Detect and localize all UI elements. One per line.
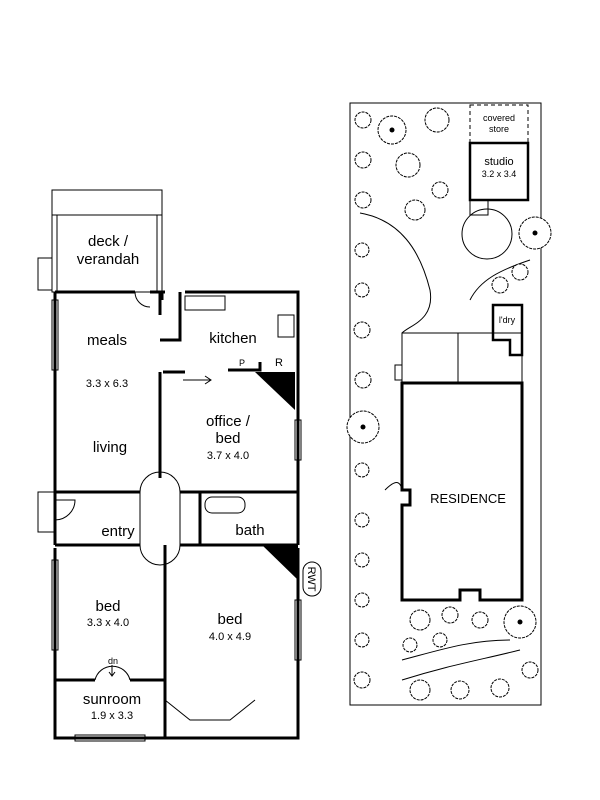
rwt-tank <box>302 561 322 597</box>
tree-icon <box>424 107 450 133</box>
tree-icon <box>431 181 449 199</box>
tree-icon <box>404 199 426 221</box>
deck-label-1: deck / <box>88 233 129 250</box>
hall-doors <box>139 471 181 566</box>
office-label-1: office / <box>206 413 251 430</box>
tree-icon <box>395 152 421 178</box>
tree-icon <box>354 512 370 528</box>
tree-icon <box>353 321 371 339</box>
pool <box>461 208 513 260</box>
tree-icon <box>353 671 371 689</box>
studio-label: studio <box>484 156 513 168</box>
studio <box>468 141 530 202</box>
tree-icon <box>402 637 418 653</box>
sunroom-label: sunroom <box>83 691 141 708</box>
tree-icon <box>471 611 489 629</box>
bed1-size: 3.3 x 4.0 <box>87 617 129 629</box>
covered-store <box>469 104 529 144</box>
deck-label-2: verandah <box>77 251 140 268</box>
residence-label: RESIDENCE <box>430 491 506 506</box>
tree-trunk-icon <box>517 619 523 625</box>
tree-icon <box>441 606 459 624</box>
covered-store-label-1: covered <box>483 113 515 123</box>
tree-icon <box>432 632 448 648</box>
stair-label: dn <box>108 656 118 666</box>
exterior-walls <box>53 290 300 740</box>
windows <box>51 299 302 742</box>
tree-icon <box>354 552 370 568</box>
tree-icon <box>490 678 510 698</box>
stair-down-icon <box>94 665 131 681</box>
tree-icon <box>409 609 431 631</box>
bed2-size: 4.0 x 4.9 <box>209 631 251 643</box>
deck-verandah: deck / verandah <box>37 189 163 293</box>
kitchen-label: kitchen <box>209 330 257 347</box>
tree-icon <box>409 679 431 701</box>
kitchen-sink <box>184 295 226 311</box>
tree-icon <box>511 263 529 281</box>
entry-label: entry <box>101 523 135 540</box>
meals-size: 3.3 x 6.3 <box>86 378 128 390</box>
tree-icon <box>354 371 372 389</box>
deck-door <box>134 291 151 308</box>
garden-paths <box>359 212 531 681</box>
pantry-label: P <box>239 358 245 368</box>
covered-store-label-2: store <box>489 124 509 134</box>
floor-plan: deck / verandah meals 3.3 x 6.3 livi <box>37 189 322 742</box>
tree-icon <box>491 276 509 294</box>
tree-icon <box>521 661 539 679</box>
sunroom-size: 1.9 x 3.3 <box>91 710 133 722</box>
site-plan: covered store studio 3.2 x 3.4 l'dry RES… <box>346 102 552 706</box>
site-boundary <box>349 102 542 706</box>
bed1-label: bed <box>95 598 120 615</box>
tree-icon <box>354 111 372 129</box>
living-label: living <box>93 439 127 456</box>
tree-trunk-icon <box>360 424 366 430</box>
chimney-bed <box>262 545 298 580</box>
tree-trunk-icon <box>389 127 395 133</box>
tree-icon <box>354 282 370 298</box>
office-label-2: bed <box>215 430 240 447</box>
garden-trees <box>346 107 552 701</box>
residence <box>400 381 524 602</box>
fridge-label: R <box>275 357 283 369</box>
meals-label: meals <box>87 332 127 349</box>
stove <box>277 314 295 338</box>
office-size: 3.7 x 4.0 <box>207 450 249 462</box>
studio-size: 3.2 x 3.4 <box>482 169 517 179</box>
entry-door <box>54 499 76 521</box>
rwt-label: RWT <box>305 567 317 592</box>
tree-icon <box>354 151 372 169</box>
laundry-label: l'dry <box>499 315 516 325</box>
tree-icon <box>354 462 370 478</box>
arrowhead-icon <box>204 375 212 385</box>
bath-label: bath <box>235 522 264 539</box>
bed2-label: bed <box>217 611 242 628</box>
tree-icon <box>354 242 370 258</box>
tree-icon <box>450 680 470 700</box>
tree-icon <box>354 632 370 648</box>
bathtub <box>204 496 246 514</box>
tree-trunk-icon <box>532 230 538 236</box>
tree-icon <box>354 191 372 209</box>
tree-icon <box>354 592 370 608</box>
interior-walls <box>55 292 298 700</box>
entry-porch <box>37 491 56 533</box>
bay-window <box>164 699 256 721</box>
chimney-office <box>255 372 295 410</box>
laundry <box>491 303 524 357</box>
